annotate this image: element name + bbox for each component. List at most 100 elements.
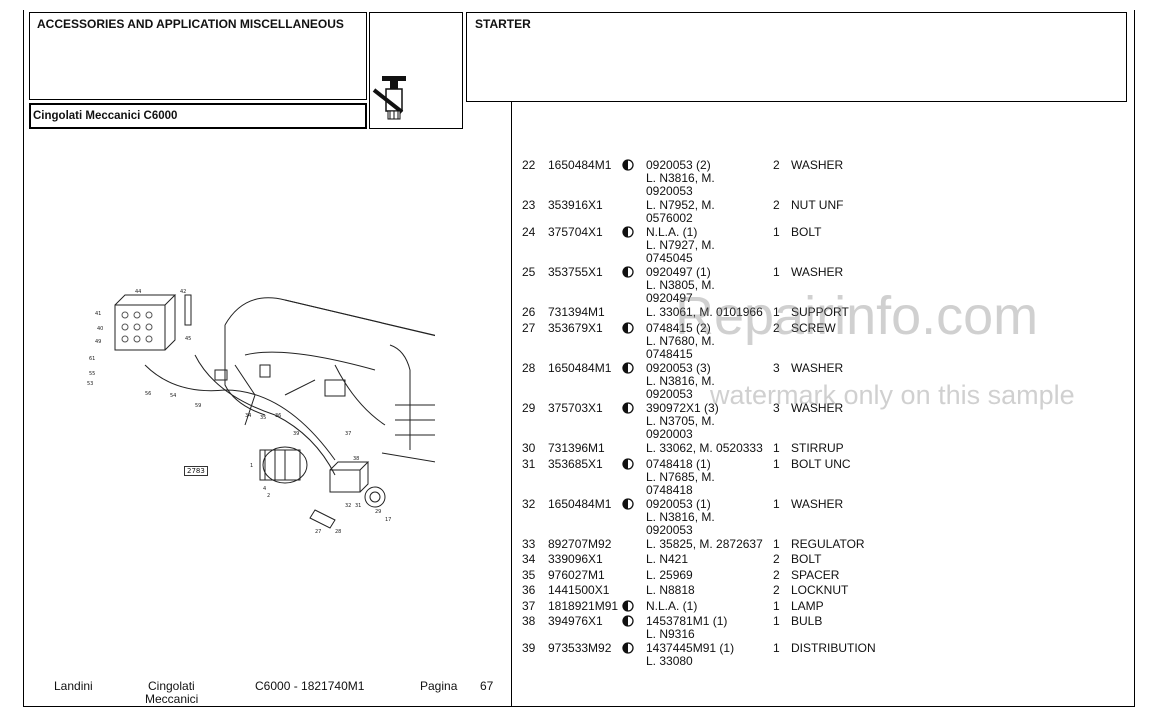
part-ref-code: L. 25969 <box>646 568 693 582</box>
part-ref: 32 <box>522 497 536 511</box>
part-ref-code: L. 33061, M. 0101966 <box>646 305 763 319</box>
watermark-sub: watermark only on this sample <box>710 380 1075 410</box>
part-code: 339096X1 <box>548 552 603 566</box>
part-ref-code: L. N7952, M. <box>646 198 715 212</box>
part-ref: 36 <box>522 583 536 597</box>
half-circle-icon <box>622 402 634 414</box>
half-circle-icon <box>622 615 634 627</box>
part-note: 0920053 <box>646 523 693 537</box>
part-qty: 1 <box>773 441 780 455</box>
part-code: 1441500X1 <box>548 583 610 597</box>
part-desc: WASHER <box>791 158 844 172</box>
half-circle-icon <box>622 226 634 238</box>
starter-icon <box>372 76 406 120</box>
part-desc: WASHER <box>791 361 844 375</box>
svg-text:44: 44 <box>135 289 141 295</box>
part-code: 394976X1 <box>548 614 603 628</box>
svg-text:55: 55 <box>89 371 95 377</box>
svg-text:17: 17 <box>385 517 391 523</box>
svg-text:39: 39 <box>293 431 299 437</box>
part-ref-code: N.L.A. (1) <box>646 225 698 239</box>
half-circle-icon <box>622 266 634 278</box>
part-note: L. N7685, M. <box>646 470 715 484</box>
part-ref-code: N.L.A. (1) <box>646 599 698 613</box>
part-ref: 23 <box>522 198 536 212</box>
part-ref: 22 <box>522 158 536 172</box>
part-ref-code: 390972X1 (3) <box>646 401 719 415</box>
part-ref: 24 <box>522 225 536 239</box>
part-desc: WASHER <box>791 497 844 511</box>
svg-text:49: 49 <box>95 339 101 345</box>
part-note: L. N3816, M. <box>646 510 715 524</box>
part-ref-code: 0748418 (1) <box>646 457 711 471</box>
part-ref-code: L. 35825, M. 2872637 <box>646 537 763 551</box>
part-ref-code: L. 33062, M. 0520333 <box>646 441 763 455</box>
part-note: L. N3816, M. <box>646 171 715 185</box>
part-note: L. N9316 <box>646 627 695 641</box>
svg-text:54: 54 <box>170 393 176 399</box>
part-qty: 2 <box>773 321 780 335</box>
svg-text:1: 1 <box>250 463 253 469</box>
footer-brand: Landini <box>54 679 93 693</box>
half-circle-icon <box>622 362 634 374</box>
part-code: 1650484M1 <box>548 158 612 172</box>
part-ref: 31 <box>522 457 536 471</box>
part-note: L. N7680, M. <box>646 334 715 348</box>
part-desc: BOLT <box>791 552 822 566</box>
part-qty: 3 <box>773 401 780 415</box>
svg-text:41: 41 <box>95 311 101 317</box>
part-code: 353685X1 <box>548 457 603 471</box>
part-desc: NUT UNF <box>791 198 844 212</box>
svg-text:56: 56 <box>145 391 151 397</box>
part-code: 353916X1 <box>548 198 603 212</box>
half-circle-icon <box>622 322 634 334</box>
column-divider <box>511 102 512 707</box>
part-ref-code: L. N8818 <box>646 583 695 597</box>
svg-text:4: 4 <box>263 486 266 492</box>
part-note: 0748418 <box>646 483 693 497</box>
footer-series-line1: Cingolati <box>148 679 195 693</box>
part-code: 375703X1 <box>548 401 603 415</box>
part-ref: 29 <box>522 401 536 415</box>
part-ref-code: 0920497 (1) <box>646 265 711 279</box>
part-qty: 2 <box>773 158 780 172</box>
part-note: 0920497 <box>646 291 693 305</box>
part-code: 731394M1 <box>548 305 605 319</box>
watermark-main: Repairinfo.com <box>675 286 1039 346</box>
svg-text:35: 35 <box>260 415 266 421</box>
part-code: 731396M1 <box>548 441 605 455</box>
part-qty: 1 <box>773 225 780 239</box>
section-title-box: ACCESSORIES AND APPLICATION MISCELLANEOU… <box>29 12 367 100</box>
part-code: 1650484M1 <box>548 361 612 375</box>
subsection-title-box: STARTER <box>466 12 1127 102</box>
left-frame-line <box>23 10 24 707</box>
svg-text:31: 31 <box>355 503 361 509</box>
part-qty: 2 <box>773 552 780 566</box>
part-ref: 30 <box>522 441 536 455</box>
section-title: ACCESSORIES AND APPLICATION MISCELLANEOU… <box>37 17 344 31</box>
model-label-box: Cingolati Meccanici C6000 <box>29 103 367 129</box>
part-ref: 26 <box>522 305 536 319</box>
part-ref: 28 <box>522 361 536 375</box>
part-desc: LAMP <box>791 599 824 613</box>
part-code: 375704X1 <box>548 225 603 239</box>
part-qty: 1 <box>773 614 780 628</box>
part-qty: 1 <box>773 457 780 471</box>
part-desc: SPACER <box>791 568 840 582</box>
part-qty: 1 <box>773 599 780 613</box>
part-desc: WASHER <box>791 401 844 415</box>
part-qty: 1 <box>773 497 780 511</box>
part-note: 0748415 <box>646 347 693 361</box>
part-ref-code: 0748415 (2) <box>646 321 711 335</box>
icon-box <box>369 12 463 129</box>
svg-text:2: 2 <box>267 493 270 499</box>
part-qty: 1 <box>773 305 780 319</box>
svg-text:32: 32 <box>345 503 351 509</box>
svg-text:61: 61 <box>89 356 95 362</box>
part-ref-code: 0920053 (3) <box>646 361 711 375</box>
part-desc: BULB <box>791 614 823 628</box>
half-circle-icon <box>622 600 634 612</box>
part-desc: BOLT UNC <box>791 457 851 471</box>
svg-text:34: 34 <box>245 413 251 419</box>
svg-text:53: 53 <box>87 381 93 387</box>
